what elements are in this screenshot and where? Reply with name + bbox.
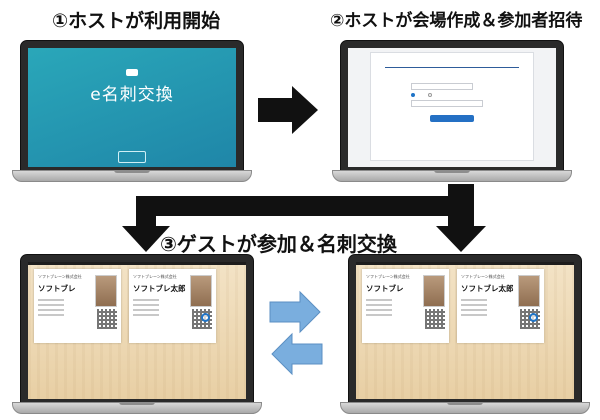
option-row [397, 93, 533, 97]
guest-name: ソフトブレ太郎 [133, 284, 186, 293]
host-qr-code-icon [425, 309, 445, 329]
guest-company: ソフトブレーン株式会社 [461, 274, 505, 279]
email-input[interactable] [411, 100, 483, 107]
step2-title: ②ホストが会場作成＆参加者招待 [330, 11, 583, 31]
host-name: ソフトブレ [38, 284, 76, 293]
step1-title: ①ホストが利用開始 [52, 10, 221, 32]
guest-name: ソフトブレ太郎 [461, 284, 514, 293]
host-photo [423, 275, 445, 307]
host-contact-info [38, 299, 64, 319]
guest-business-card[interactable]: ソフトブレーン株式会社 ソフトブレ太郎 [129, 269, 216, 343]
arrow-right-icon [258, 86, 318, 134]
host-company: ソフトブレーン株式会社 [366, 274, 410, 279]
host-business-card[interactable]: ソフトブレーン株式会社 ソフトブレ [362, 269, 449, 343]
host-name: ソフトブレ [366, 284, 404, 293]
guest-company: ソフトブレーン株式会社 [133, 274, 177, 279]
laptop-guest-left: ソフトブレーン株式会社 ソフトブレ ソフトブレーン株式会社 ソフトブレ太郎 [12, 254, 262, 414]
magnifier-icon[interactable] [529, 313, 538, 322]
laptop-host-start: e名刺交換 [12, 40, 252, 182]
guest-contact-info [133, 299, 159, 319]
exchange-arrows-icon [269, 290, 323, 376]
option-radio-2[interactable] [427, 93, 432, 97]
email-row [397, 100, 533, 107]
card-exchange-screen-left: ソフトブレーン株式会社 ソフトブレ ソフトブレーン株式会社 ソフトブレ太郎 [28, 262, 246, 399]
step3-title: ③ゲストが参加＆名刺交換 [160, 232, 397, 256]
guest-contact-info [461, 299, 487, 319]
arrow-split-down-icon [122, 184, 486, 252]
date-row [397, 83, 533, 90]
guest-business-card[interactable]: ソフトブレーン株式会社 ソフトブレ太郎 [457, 269, 544, 343]
brand-title: e名刺交換 [90, 85, 174, 105]
laptop-venue-create [332, 40, 572, 182]
date-input[interactable] [411, 83, 473, 90]
laptop-guest-right: ソフトブレーン株式会社 ソフトブレ ソフトブレーン株式会社 ソフトブレ太郎 [340, 254, 590, 414]
host-contact-info [366, 299, 392, 319]
magnifier-icon[interactable] [201, 313, 210, 322]
guest-photo [518, 275, 540, 307]
brand-logo-icon [126, 69, 138, 76]
host-qr-code-icon [97, 309, 117, 329]
host-photo [95, 275, 117, 307]
start-screen: e名刺交換 [28, 48, 236, 167]
start-button[interactable] [118, 151, 146, 163]
host-business-card[interactable]: ソフトブレーン株式会社 ソフトブレ [34, 269, 121, 343]
card-exchange-screen-right: ソフトブレーン株式会社 ソフトブレ ソフトブレーン株式会社 ソフトブレ太郎 [356, 262, 574, 399]
create-venue-button[interactable] [430, 115, 474, 122]
venue-form-screen [348, 48, 556, 167]
option-radio-1[interactable] [411, 93, 415, 97]
venue-form-card [370, 52, 534, 161]
guest-photo [190, 275, 212, 307]
host-company: ソフトブレーン株式会社 [38, 274, 82, 279]
